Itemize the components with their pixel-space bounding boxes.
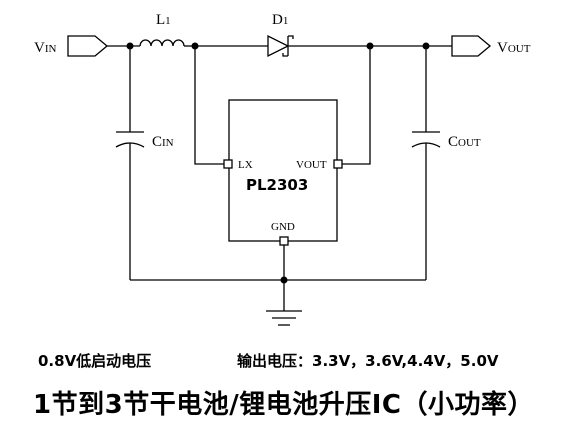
junction-feedback <box>366 42 374 50</box>
product-headline: 1节到3节干电池/锂电池升压IC（小功率） <box>33 390 534 420</box>
startup-voltage-caption: 0.8V低启动电压 <box>38 352 152 370</box>
junction-cout <box>422 42 430 50</box>
cout-label: COUT <box>448 134 481 150</box>
pin-vout-label: VOUT <box>296 159 327 171</box>
inductor-l1 <box>139 39 185 47</box>
junction-vin <box>126 42 134 50</box>
vout-port <box>451 35 492 57</box>
inductor-label: L1 <box>156 12 171 28</box>
pin-lx-square <box>223 159 233 169</box>
wire-lx <box>194 46 224 165</box>
junction-lx <box>191 42 199 50</box>
junction-ground <box>280 276 288 284</box>
chip-name: PL2303 <box>246 176 308 194</box>
ground-symbol <box>266 310 302 326</box>
wire-vout-feedback <box>342 46 371 165</box>
pin-vout-square <box>333 159 343 169</box>
output-voltage-caption: 输出电压：3.3V，3.6V,4.4V，5.0V <box>237 352 499 370</box>
pin-lx-label: LX <box>238 159 253 171</box>
pin-gnd-square <box>279 236 289 246</box>
vout-label: VOUT <box>497 40 531 56</box>
pin-gnd-label: GND <box>271 221 295 233</box>
cin-label: CIN <box>152 134 174 150</box>
boost-converter-schematic: VIN VOUT L1 D1 CIN COUT LX VOUT GND PL23… <box>34 12 531 326</box>
vin-label: VIN <box>34 40 57 56</box>
diode-label: D1 <box>272 12 288 28</box>
vin-port <box>67 35 109 57</box>
